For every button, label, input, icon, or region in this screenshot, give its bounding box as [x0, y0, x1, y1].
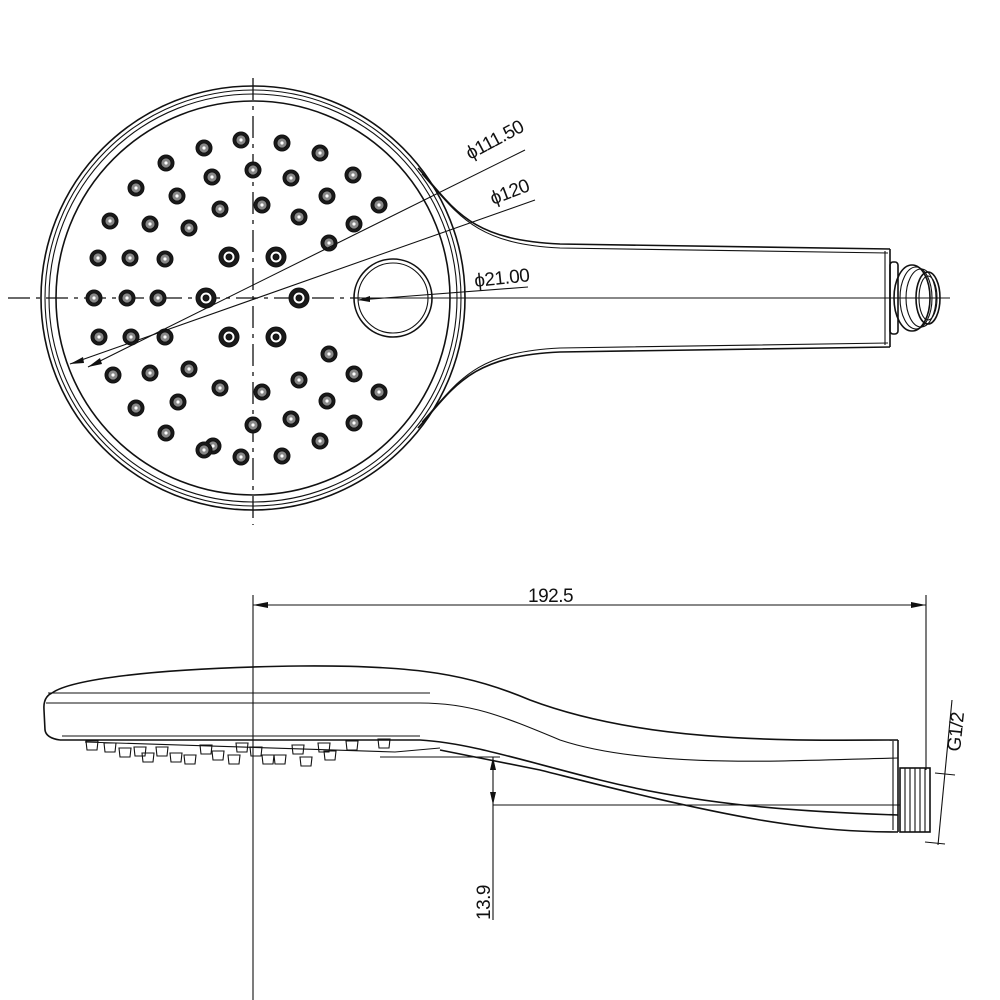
dimension-dia-outer: ϕ120	[487, 176, 532, 210]
nozzle-base-line	[84, 741, 441, 753]
dimension-dia-face: ϕ111.50	[462, 117, 527, 165]
top-view: ϕ111.50 ϕ120 ϕ21.00	[8, 78, 950, 525]
drop-dimension	[380, 756, 900, 920]
side-view: 192.5 G1/2 13.9	[43, 586, 969, 1000]
dimension-thread: G1/2	[944, 711, 969, 752]
thread-dimension	[924, 699, 956, 846]
spray-nozzles	[85, 131, 388, 466]
dimension-length: 192.5	[528, 586, 573, 607]
side-body-outline	[43, 665, 899, 833]
diameter-leaders	[69, 149, 536, 368]
thread-connector-side	[899, 767, 931, 833]
dimension-drop: 13.9	[474, 885, 495, 920]
length-dimension	[252, 595, 927, 1000]
